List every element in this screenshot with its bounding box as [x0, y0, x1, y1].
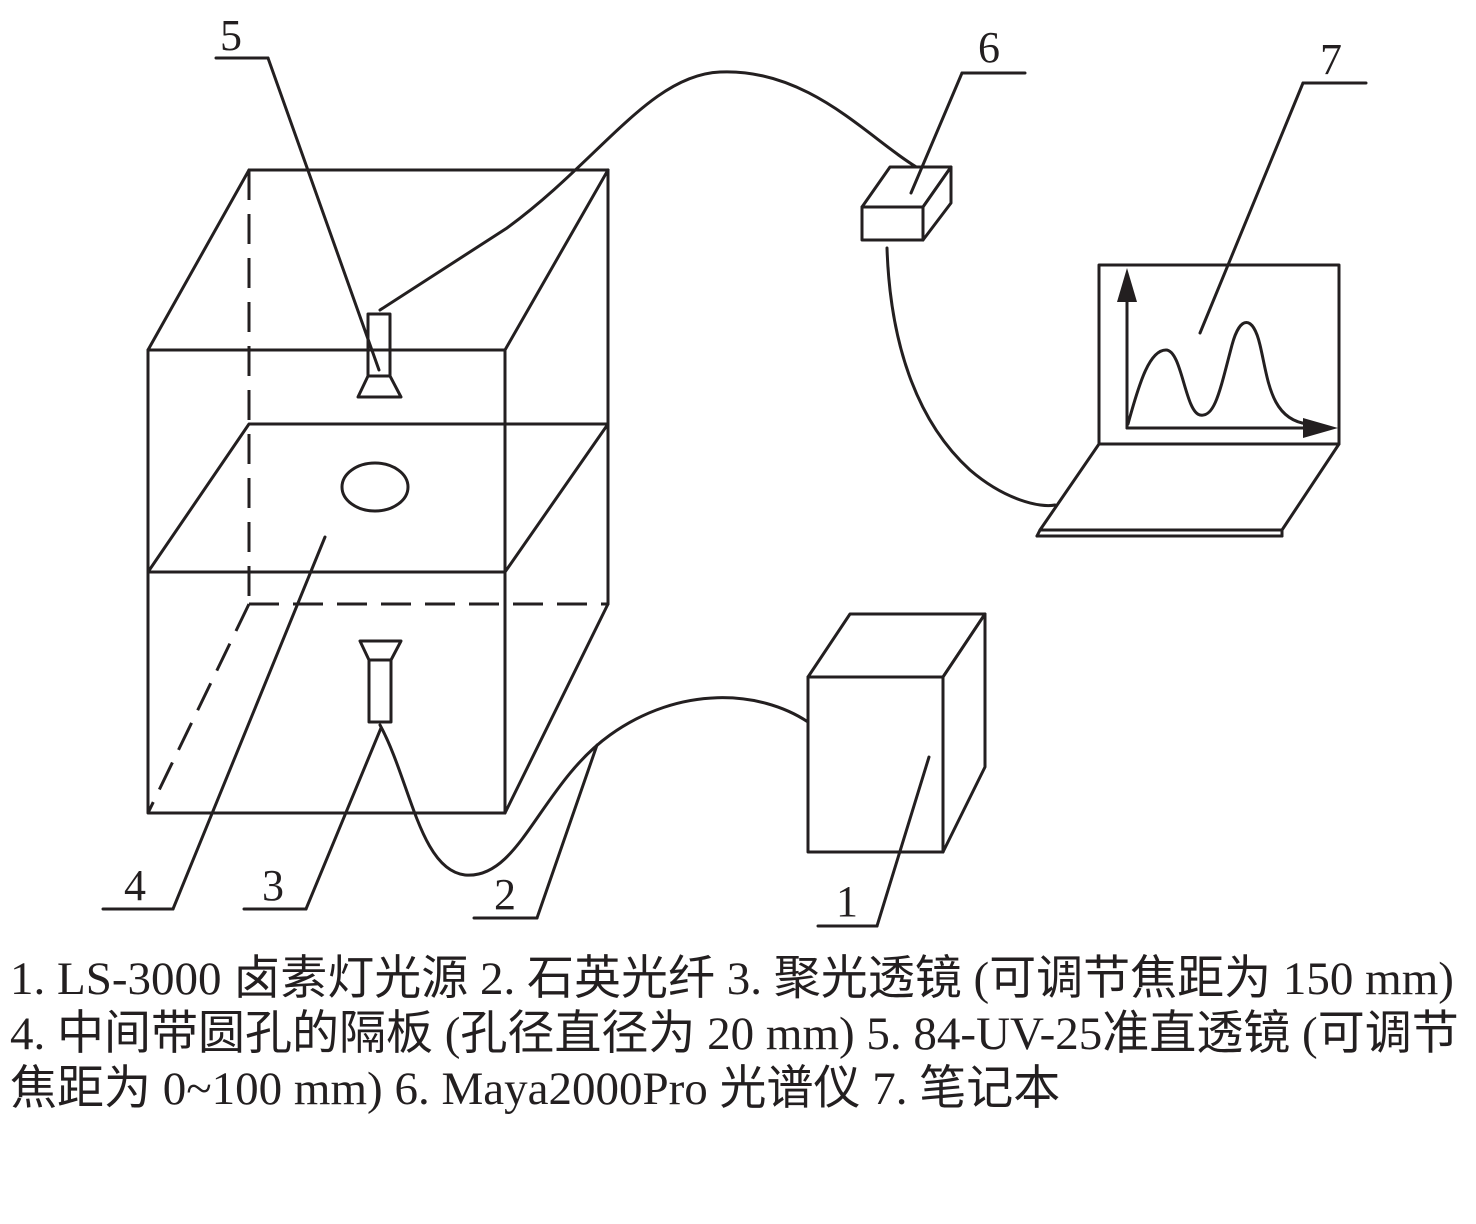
enclosure-box	[146, 168, 610, 815]
spectrum-curve	[1126, 321, 1310, 426]
quartz-fiber	[378, 696, 810, 877]
caption-item-5: 5. 84-UV-25准直透镜 (可调节焦距为 0~100 mm)	[10, 1008, 1459, 1115]
label-2: 2	[494, 870, 516, 919]
callout-2: 2	[472, 743, 599, 920]
collimating-lens	[356, 312, 403, 399]
partition-hole	[340, 461, 410, 513]
caption-item-7: 7. 笔记本	[872, 1063, 1061, 1115]
label-4: 4	[124, 861, 146, 910]
caption-item-6: 6. Maya2000Pro 光谱仪	[394, 1063, 861, 1115]
spectrometer-box	[860, 165, 953, 242]
label-3: 3	[262, 861, 284, 910]
laptop	[1035, 263, 1341, 538]
fiber-upper	[378, 70, 920, 312]
callout-4: 4	[101, 535, 327, 911]
label-1: 1	[836, 877, 858, 926]
laptop-base	[1038, 442, 1341, 532]
caption-item-1: 1. LS-3000 卤素灯光源	[10, 953, 469, 1005]
partition-plate	[146, 422, 610, 574]
experimental-setup-diagram: 5 6 7 4 3 2 1	[101, 11, 1368, 928]
label-5: 5	[220, 11, 242, 60]
callout-7: 7	[1198, 35, 1368, 335]
condensing-lens	[358, 639, 403, 724]
halogen-light-source	[806, 612, 987, 854]
figure-caption: 1. LS-3000 卤素灯光源 2. 石英光纤 3. 聚光透镜 (可调节焦距为…	[10, 952, 1470, 1117]
fiber-to-laptop	[885, 246, 1057, 508]
caption-item-2: 2. 石英光纤	[480, 953, 715, 1005]
caption-item-4: 4. 中间带圆孔的隔板 (孔径直径为 20 mm)	[10, 1008, 855, 1060]
label-7: 7	[1320, 35, 1342, 84]
laptop-screen	[1097, 263, 1341, 446]
callout-1: 1	[816, 755, 931, 928]
callout-3: 3	[242, 726, 383, 911]
callout-6: 6	[909, 23, 1027, 195]
callout-5: 5	[214, 11, 381, 372]
label-6: 6	[978, 23, 1000, 72]
caption-item-3: 3. 聚光透镜 (可调节焦距为 150 mm)	[726, 953, 1454, 1005]
